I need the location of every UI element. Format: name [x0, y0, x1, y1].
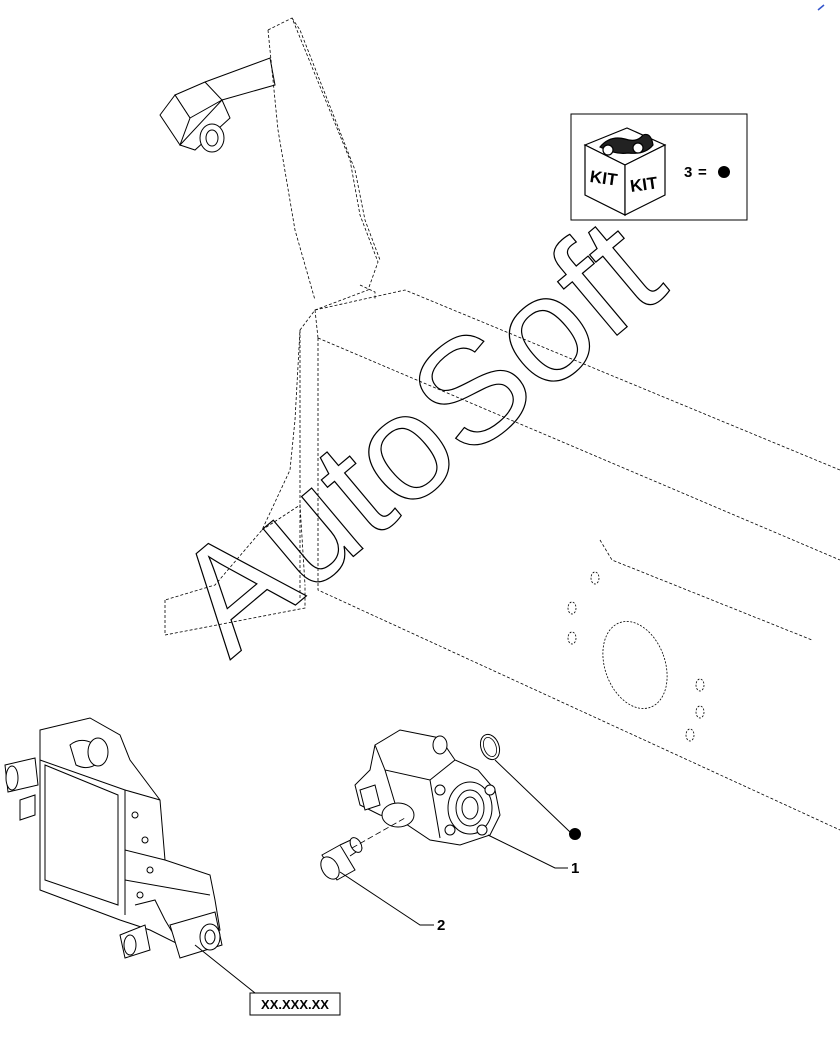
reference-box: XX.XXX.XX: [249, 992, 341, 1016]
callout-number-2: 2: [437, 917, 445, 934]
watermark: AutoSoft: [143, 186, 692, 685]
callout-number-1: 1: [571, 860, 579, 877]
kit-item-number: 3: [684, 164, 692, 181]
kit-label-right: KIT: [629, 173, 659, 196]
reference-code: XX.XXX.XX: [261, 997, 329, 1012]
control-valve-assembly: [4, 717, 223, 959]
machine-frame: [164, 17, 840, 831]
corner-mark: [817, 4, 825, 11]
kit-part-dot: [569, 828, 581, 840]
callout-leader-2: [339, 871, 434, 926]
mounting-holes: [567, 571, 705, 742]
reference-leader: [194, 944, 256, 994]
kit-legend: KIT KIT 3 =: [570, 113, 748, 221]
kit-marker-dot: [718, 166, 730, 178]
kit-box-icon: [583, 127, 667, 216]
hydraulic-pump: [354, 729, 501, 846]
pipe-fitting: [320, 837, 363, 881]
o-ring-leader: [494, 759, 571, 833]
callout-leader-1: [487, 834, 568, 869]
kit-equals: =: [698, 164, 707, 181]
o-ring: [479, 733, 501, 761]
fitting-centerline: [351, 817, 406, 849]
kit-label-left: KIT: [589, 167, 619, 190]
o-ring-inner: [483, 736, 497, 758]
elbow-fitting: [159, 57, 276, 153]
